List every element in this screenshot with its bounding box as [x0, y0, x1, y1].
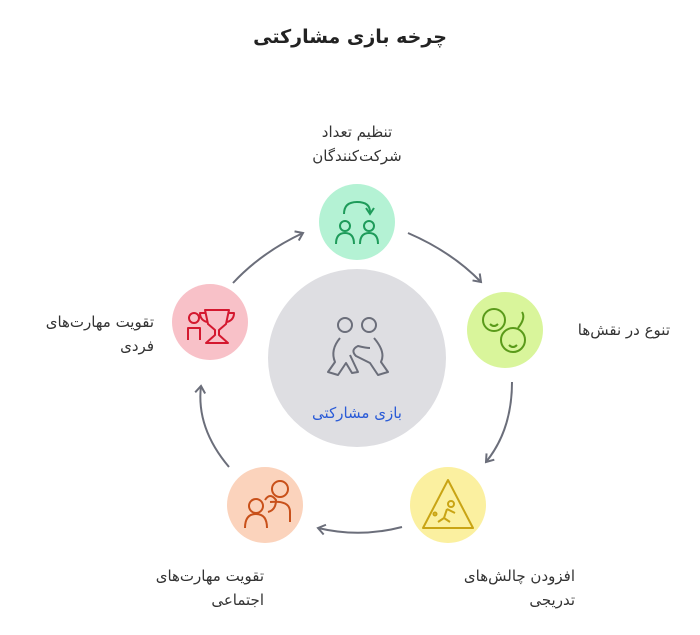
label-challenges: افزودن چالش‌های تدریجی — [430, 564, 575, 612]
label-line: تقویت مهارت‌های — [45, 313, 154, 331]
node-participants — [319, 184, 395, 260]
label-line: تنوع در نقش‌ها — [577, 321, 670, 339]
two-faces-icon — [482, 308, 526, 353]
label-line: افزودن چالش‌های — [463, 567, 575, 585]
children-warning-sign-icon — [422, 479, 474, 529]
arrow-bottomright-to-bottomleft — [316, 523, 403, 536]
group-rotate-icon — [335, 200, 379, 245]
label-line: شرکت‌کنندگان — [312, 147, 402, 165]
label-individual-skills: تقویت مهارت‌های فردی — [10, 310, 154, 358]
children-playing-icon — [327, 317, 389, 376]
label-participants: تنظیم تعداد شرکت‌کنندگان — [257, 120, 457, 168]
label-social-skills: تقویت مهارت‌های اجتماعی — [120, 564, 264, 612]
adult-child-icon — [244, 480, 291, 529]
trophy-person-icon — [187, 309, 235, 344]
center-node — [268, 269, 446, 447]
arrow-bottomleft-to-left — [194, 384, 230, 468]
label-roles: تنوع در نقش‌ها — [548, 318, 670, 342]
label-line: تقویت مهارت‌های — [155, 567, 264, 585]
diagram-title: چرخه بازی مشارکتی — [253, 26, 447, 48]
label-line: تنظیم تعداد — [321, 123, 393, 141]
arrow-top-to-right — [407, 232, 483, 284]
arrow-left-to-top — [232, 230, 305, 284]
node-individual-skills — [172, 284, 248, 360]
label-line: فردی — [120, 337, 154, 355]
label-line: تدریجی — [529, 591, 575, 609]
node-social-skills — [227, 467, 303, 543]
label-line: اجتماعی — [211, 591, 264, 609]
center-label: بازی مشارکتی — [312, 404, 402, 422]
node-challenges — [410, 467, 486, 543]
arrow-right-to-bottomright — [484, 381, 513, 464]
node-roles — [467, 292, 543, 368]
